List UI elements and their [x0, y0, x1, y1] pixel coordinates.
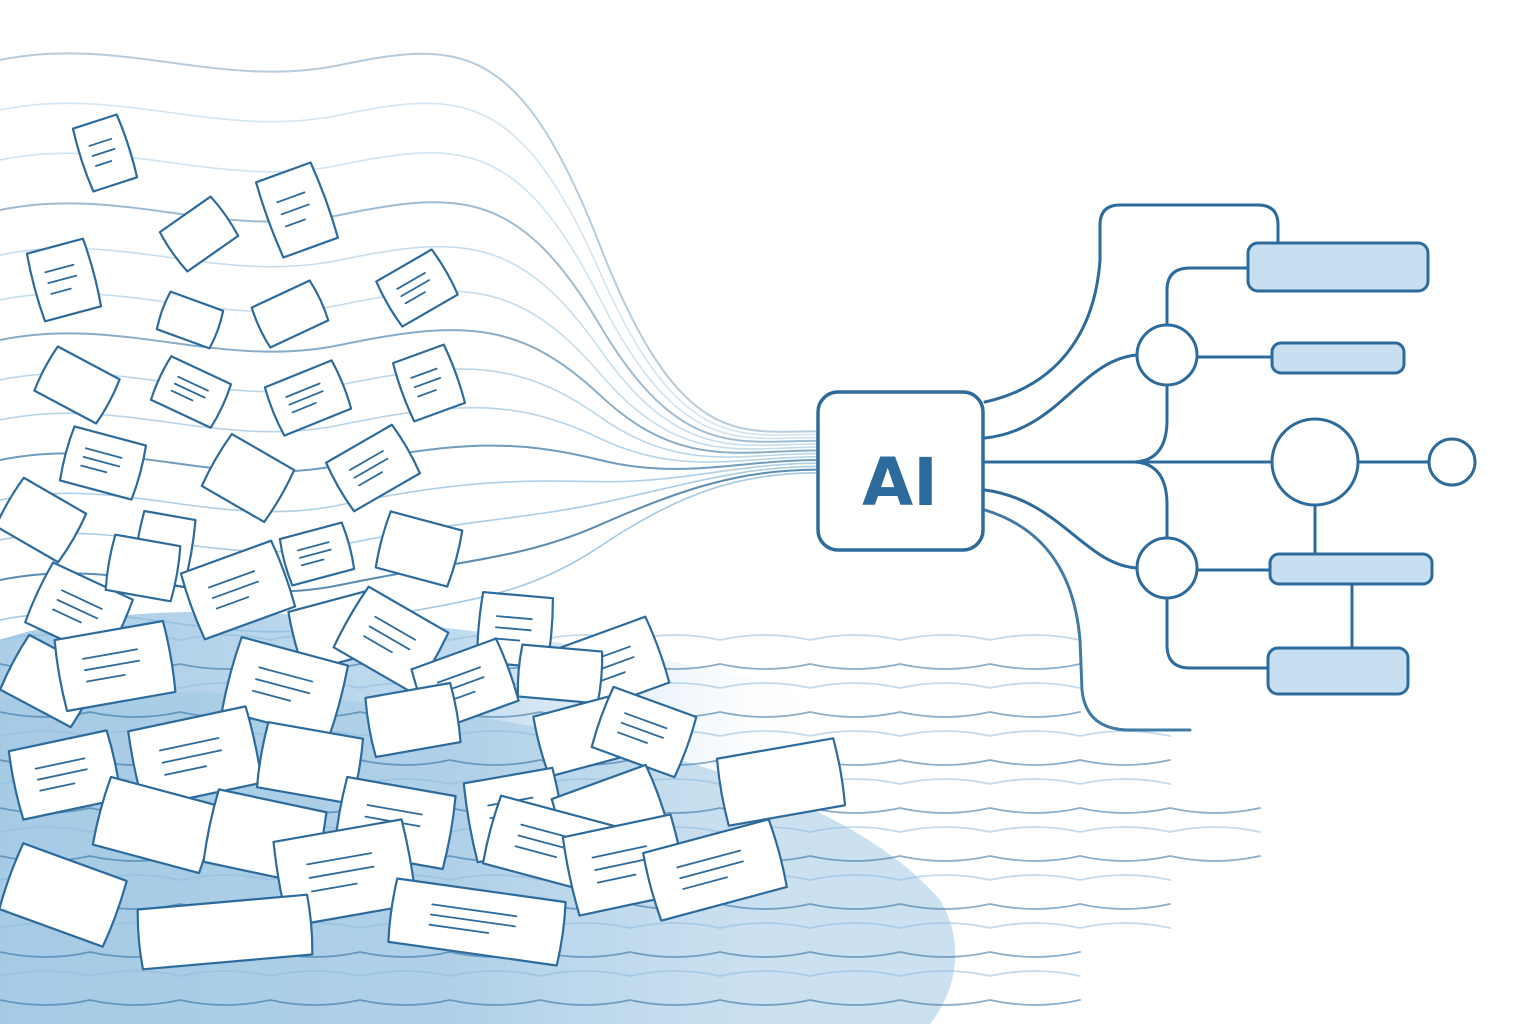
- document-sheet-icon: [220, 635, 350, 741]
- flow-line: [0, 290, 819, 450]
- ai-hub-label: AI: [862, 444, 938, 521]
- document-pile: [0, 113, 847, 971]
- document-sheet-icon: [516, 643, 604, 705]
- document-sheet-icon: [374, 510, 464, 588]
- connection-upper-branch: [1165, 266, 1252, 327]
- circle-node-icon: [1270, 417, 1360, 507]
- document-sheet-icon: [71, 113, 139, 193]
- document-sheet-icon: [104, 533, 182, 603]
- document-sheet-icon: [590, 685, 698, 779]
- flow-line: [0, 102, 819, 436]
- flow-line: [0, 329, 819, 454]
- flow-line: [0, 406, 819, 463]
- document-sheet-icon: [715, 737, 847, 827]
- water-ripple-line: [0, 970, 1081, 977]
- document-sheet-icon: [375, 248, 459, 328]
- connection-bottom-tail: [983, 508, 1192, 732]
- structure-blocks: [1246, 241, 1434, 696]
- document-sheet-icon: [250, 279, 330, 349]
- circle-node-icon: [1135, 323, 1199, 387]
- document-sheet-icon: [58, 425, 148, 501]
- connection-upper-circle: [983, 353, 1139, 440]
- document-sheet-icon: [324, 423, 422, 513]
- document-sheet-icon: [391, 343, 467, 423]
- structure-nodes: [1135, 323, 1477, 600]
- connection-top-block: [983, 203, 1280, 404]
- document-sheet-icon: [149, 355, 233, 429]
- ai-output-connections: [983, 203, 1432, 732]
- flow-line: [0, 52, 819, 433]
- document-sheet-icon: [158, 195, 240, 273]
- document-sheet-icon: [136, 893, 314, 971]
- document-sheet-icon: [263, 359, 353, 437]
- ai-chip-icon: [816, 390, 985, 552]
- flow-line: [0, 245, 819, 447]
- document-sheet-icon: [0, 476, 88, 564]
- water-ripple-line: [0, 999, 1081, 1006]
- document-sheet-icon: [155, 290, 225, 350]
- flow-line: [0, 472, 819, 633]
- document-sheet-icon: [642, 818, 788, 922]
- rounded-block-icon: [1246, 241, 1430, 293]
- connection-lower-circle: [983, 488, 1139, 570]
- flow-line: [0, 368, 819, 458]
- flow-lines: [0, 52, 819, 633]
- document-sheet-icon: [364, 681, 462, 759]
- rounded-block-icon: [1270, 341, 1406, 375]
- document-sheet-icon: [254, 161, 340, 259]
- document-sheet-icon: [179, 539, 297, 641]
- document-sheet-icon: [33, 345, 121, 425]
- connection-upper-down: [1133, 383, 1169, 464]
- connection-lower-up: [1133, 460, 1169, 540]
- rounded-block-icon: [1266, 646, 1410, 696]
- circle-node-icon: [1427, 437, 1477, 487]
- document-sheet-icon: [0, 842, 128, 948]
- document-sheet-icon: [25, 237, 103, 323]
- document-sheet-icon: [200, 432, 296, 524]
- flow-line: [0, 444, 819, 473]
- document-sheet-icon: [53, 619, 177, 713]
- document-sheet-icon: [387, 877, 567, 967]
- document-sheet-icon: [278, 521, 356, 587]
- connection-lower-branch: [1165, 598, 1270, 670]
- rounded-block-icon: [1268, 552, 1434, 586]
- document-sheet-icon: [127, 705, 263, 809]
- ai-hub: AI: [816, 390, 985, 552]
- flow-line: [0, 152, 819, 440]
- water-ripple-line: [0, 711, 1081, 718]
- circle-node-icon: [1135, 536, 1199, 600]
- flow-line: [0, 201, 819, 443]
- flow-line: [0, 462, 819, 513]
